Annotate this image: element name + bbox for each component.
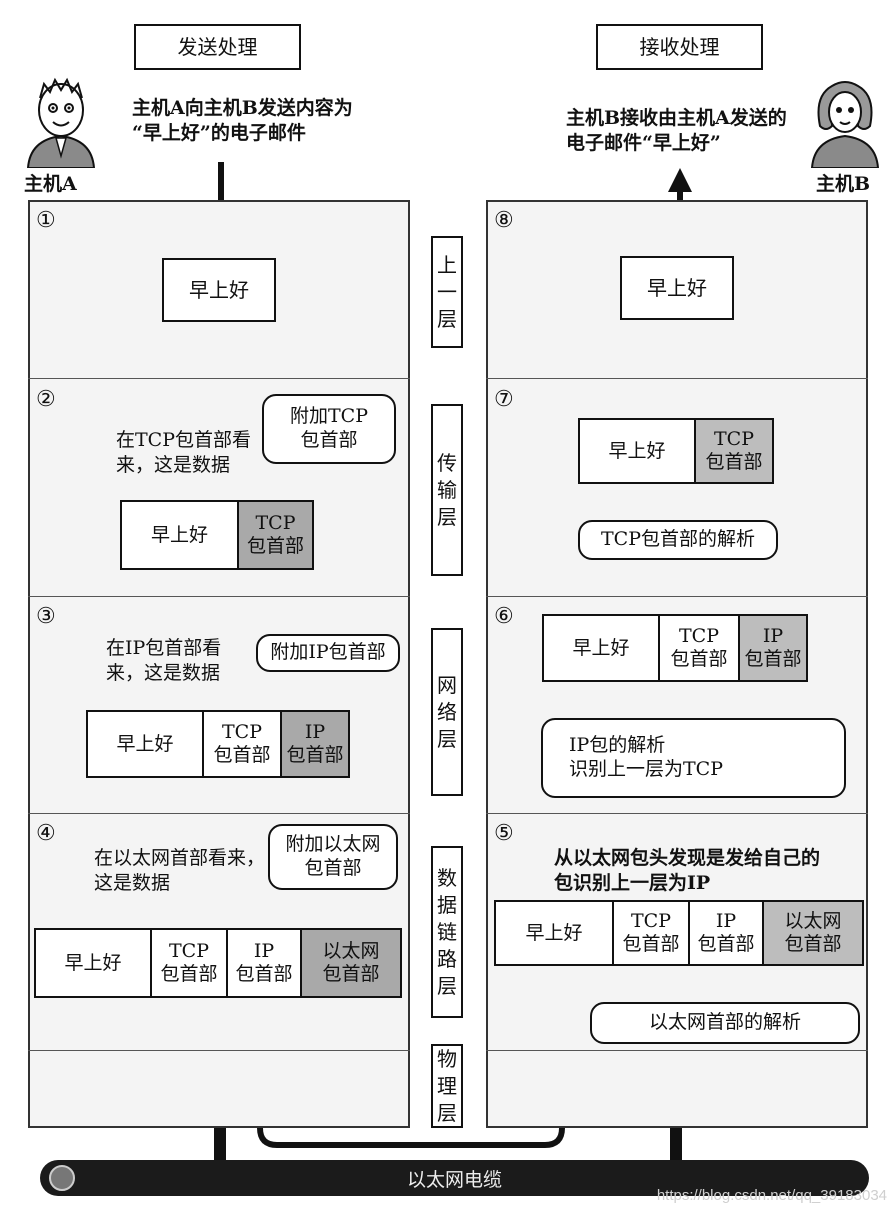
segment-data: 早上好 [608,439,666,462]
recv-header: 接收处理 [596,24,763,70]
layer-physical: 物 理 层 [431,1044,463,1128]
segment-data: 早上好 [150,523,208,546]
ip-header-cell: IP 包首部 [280,712,348,776]
send-ip-packet: 早上好 TCP 包首部 IP 包首部 [86,710,350,778]
host-a-avatar-icon [26,77,96,168]
eth-header-cell: 以太网 包首部 [300,930,400,996]
recv-data-box: 早上好 [620,256,734,320]
note-ip-parse: IP包的解析 识别上一层为TCP [541,718,846,798]
recv-tcp-segment: 早上好 TCP 包首部 [578,418,774,484]
note-add-ip: 附加IP包首部 [256,634,400,672]
layer-datalink: 数 据 链 路 层 [431,846,463,1018]
ip-header-cell: IP 包首部 [738,616,806,680]
step-number: ② [36,387,56,412]
step-number: ④ [36,821,56,846]
send-header: 发送处理 [134,24,301,70]
cable-label: 以太网电缆 [406,1168,502,1191]
step-number: ⑤ [494,821,514,846]
note-ip-view: 在IP包首部看 来，这是数据 [106,637,222,684]
note-eth-parse: 以太网首部的解析 [590,1002,860,1044]
tcp-header-cell: TCP 包首部 [202,712,280,776]
layer-network: 网 络 层 [431,628,463,796]
note-eth-view: 在以太网首部看来， 这是数据 [94,847,266,894]
recv-eth-frame: 早上好 TCP 包首部 IP 包首部 以太网 包首部 [494,900,864,966]
note-add-tcp: 附加TCP 包首部 [262,394,396,464]
tcp-header-cell: TCP 包首部 [694,420,772,482]
eth-header-cell: 以太网 包首部 [762,902,862,964]
step-number: ① [36,208,56,233]
host-a-label: 主机A [24,173,77,195]
tcp-header-cell: TCP 包首部 [150,930,226,996]
cable-end-icon [49,1165,75,1191]
send-tcp-segment: 早上好 TCP 包首部 [120,500,314,570]
host-b-avatar-icon [810,81,880,168]
step-number: ⑦ [494,387,514,412]
tcp-header-cell: TCP 包首部 [658,616,738,680]
note-add-eth: 附加以太网 包首部 [268,824,398,890]
ip-header-cell: IP 包首部 [688,902,762,964]
frame-data: 早上好 [525,921,583,944]
packet-data: 早上好 [572,636,630,659]
arrow-physical [257,968,574,1148]
tcp-header-cell: TCP 包首部 [237,502,312,568]
send-data-box: 早上好 [162,258,276,322]
layer-transport: 传 输 层 [431,404,463,576]
send-description: 主机A向主机B发送内容为 “早上好”的电子邮件 [132,97,353,144]
host-b-label: 主机B [816,173,871,195]
step-number: ⑥ [494,604,514,629]
note-tcp-parse: TCP包首部的解析 [578,520,778,560]
step-number: ⑧ [494,208,514,233]
step-number: ③ [36,604,56,629]
ethernet-cable: 以太网电缆 [40,1160,869,1196]
frame-data: 早上好 [64,951,122,974]
layer-upper: 上 一 层 [431,236,463,348]
watermark: https://blog.csdn.net/qq_39183034 [656,1187,887,1204]
packet-data: 早上好 [116,732,174,755]
note-tcp-view: 在TCP包首部看 来，这是数据 [116,429,251,476]
recv-ip-packet: 早上好 TCP 包首部 IP 包首部 [542,614,808,682]
recv-description: 主机B接收由主机A发送的 电子邮件“早上好” [566,107,787,154]
ip-header-cell: IP 包首部 [226,930,300,996]
note-eth-found: 从以太网包头发现是发给自己的 包识别上一层为IP [554,847,821,894]
tcp-header-cell: TCP 包首部 [612,902,688,964]
send-eth-frame: 早上好 TCP 包首部 IP 包首部 以太网 包首部 [34,928,402,998]
